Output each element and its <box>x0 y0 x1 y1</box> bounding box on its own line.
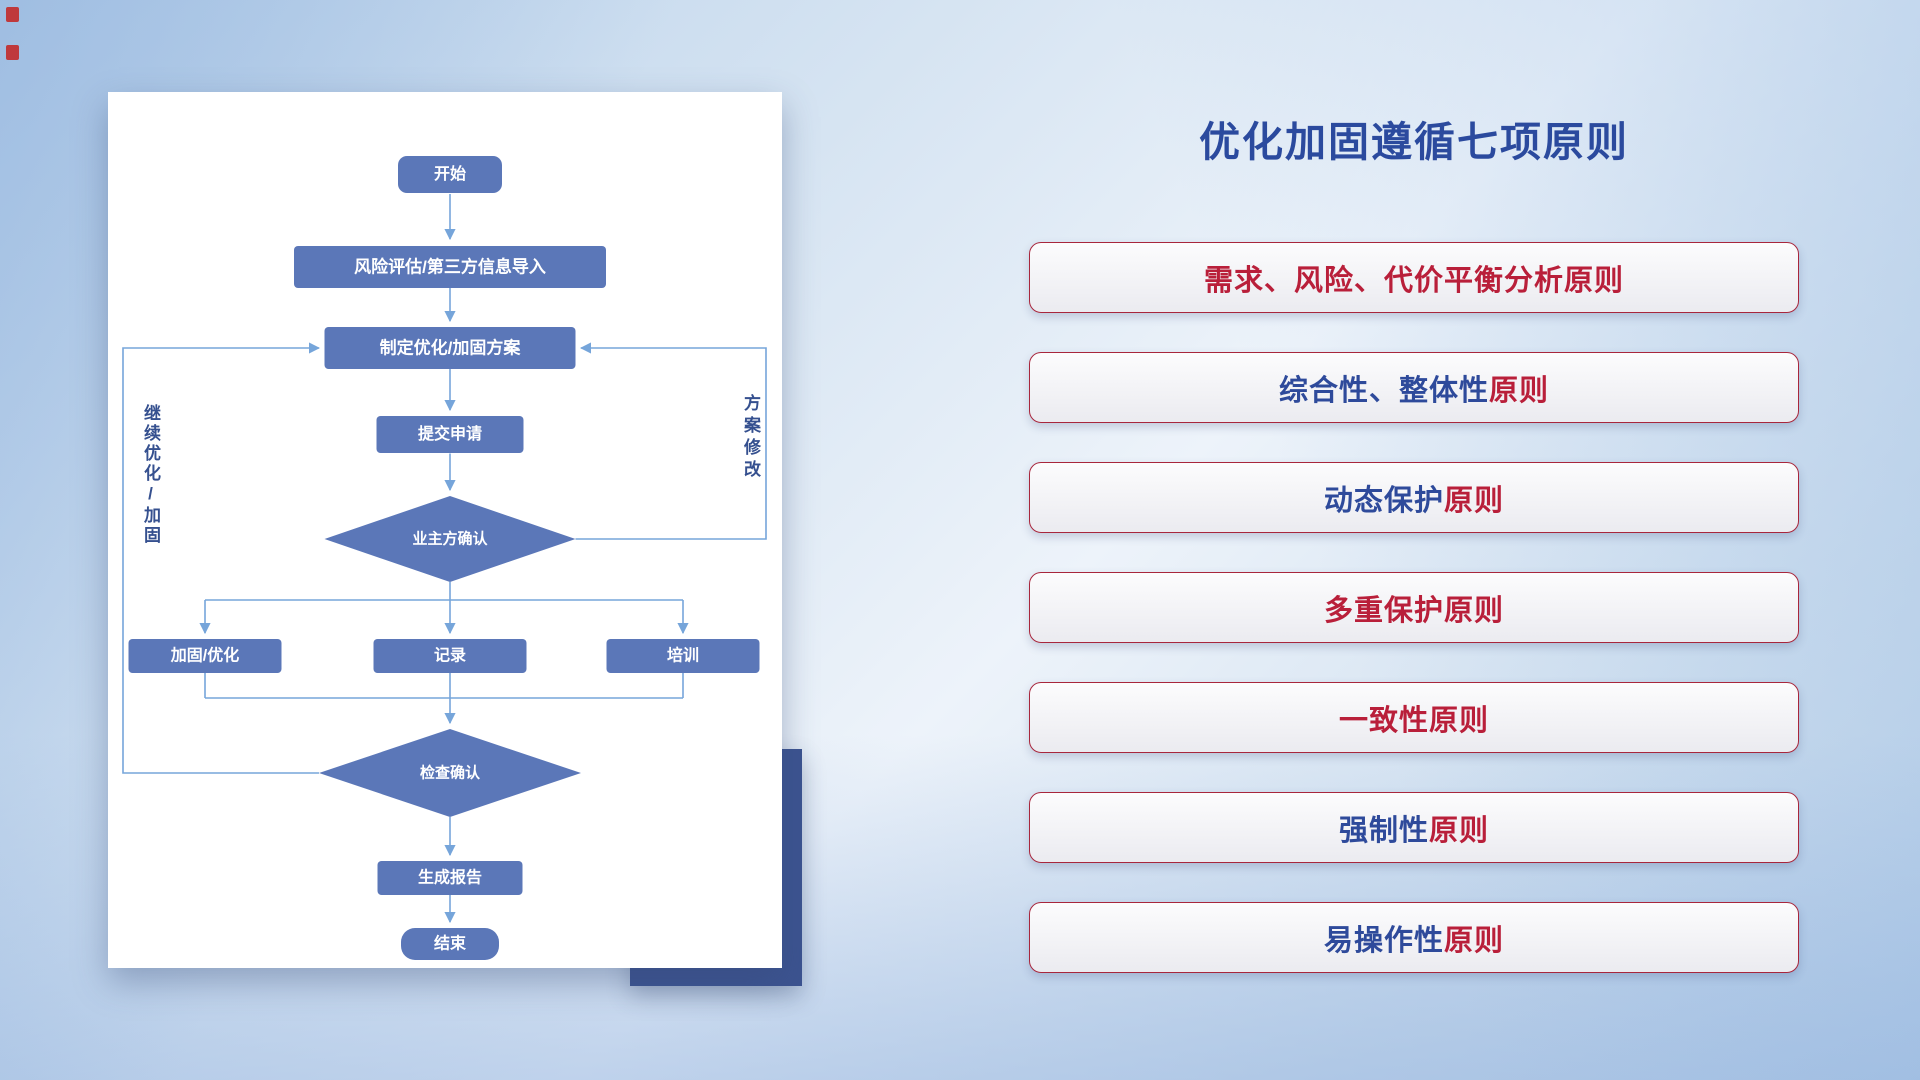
flow-node-reinforce-label: 加固/优化 <box>170 646 239 665</box>
page-title: 优化加固遵循七项原则 <box>1199 119 1629 165</box>
principle-box-6: 强制性原则 <box>1029 792 1799 863</box>
flow-node-report <box>377 861 523 895</box>
principle-text-segment: 易操作性 <box>1323 924 1444 957</box>
principle-box-3: 动态保护原则 <box>1029 462 1799 533</box>
flow-node-submit <box>376 416 524 453</box>
flow-node-start <box>398 156 502 193</box>
principle-text-segment: 原则 <box>1444 484 1505 517</box>
flow-node-risk-import <box>294 246 606 288</box>
flow-node-risk-import-label: 风险评估/第三方信息导入 <box>354 257 546 277</box>
loop-left-continue <box>122 342 321 774</box>
flow-node-check-confirm-label: 检查确认 <box>420 764 481 782</box>
loop-label-continue-optimize: 继续优化/加固 <box>141 404 160 546</box>
principle-text-segment: 原则 <box>1429 814 1490 847</box>
principle-box-2: 综合性、整体性原则 <box>1029 352 1799 423</box>
flow-node-check-confirm <box>319 729 581 817</box>
principle-text-segment: 需求、风险、代价平衡分析原则 <box>1203 264 1624 297</box>
flow-node-owner-confirm-label: 业主方确认 <box>412 530 488 548</box>
flow-connectors <box>122 194 767 924</box>
principle-text-segment: 多重保护原则 <box>1323 594 1504 627</box>
principle-text-segment: 原则 <box>1489 374 1550 407</box>
flow-node-record <box>373 639 527 673</box>
flow-node-report-label: 生成报告 <box>418 868 482 887</box>
flowchart-svg: 开始 风险评估/第三方信息导入 制定优化/加固方案 提交申请 业主方确认 加固/… <box>122 156 767 960</box>
principles-list: 需求、风险、代价平衡分析原则综合性、整体性原则动态保护原则多重保护原则一致性原则… <box>1029 242 1799 973</box>
flow-node-record-label: 记录 <box>434 647 466 665</box>
flow-node-make-plan <box>324 327 576 369</box>
loop-label-plan-revise: 方案修改 <box>741 394 760 482</box>
flow-node-end-label: 结束 <box>433 934 467 953</box>
flow-node-reinforce <box>128 639 282 673</box>
principle-text-segment: 强制性 <box>1338 814 1429 847</box>
principle-text-segment: 综合性、整体性 <box>1278 374 1489 407</box>
principle-box-5: 一致性原则 <box>1029 682 1799 753</box>
principle-text-segment: 一致性原则 <box>1338 704 1489 737</box>
flow-node-make-plan-label: 制定优化/加固方案 <box>380 338 522 358</box>
flow-node-training <box>606 639 760 673</box>
flow-node-submit-label: 提交申请 <box>418 424 482 443</box>
principle-text-segment: 原则 <box>1444 924 1505 957</box>
flow-node-start-label: 开始 <box>434 164 466 183</box>
principle-text-segment: 动态保护 <box>1323 484 1444 517</box>
loop-right-plan-revise <box>575 342 767 540</box>
corner-mark <box>6 45 19 60</box>
principle-box-1: 需求、风险、代价平衡分析原则 <box>1029 242 1799 313</box>
flow-node-end <box>401 928 499 960</box>
flow-nodes: 开始 风险评估/第三方信息导入 制定优化/加固方案 提交申请 业主方确认 加固/… <box>128 156 760 960</box>
flow-node-training-label: 培训 <box>667 646 699 665</box>
corner-mark <box>6 7 19 22</box>
flow-node-owner-confirm <box>324 496 576 582</box>
flowchart-card: 开始 风险评估/第三方信息导入 制定优化/加固方案 提交申请 业主方确认 加固/… <box>108 92 782 968</box>
principle-box-7: 易操作性原则 <box>1029 902 1799 973</box>
principle-box-4: 多重保护原则 <box>1029 572 1799 643</box>
